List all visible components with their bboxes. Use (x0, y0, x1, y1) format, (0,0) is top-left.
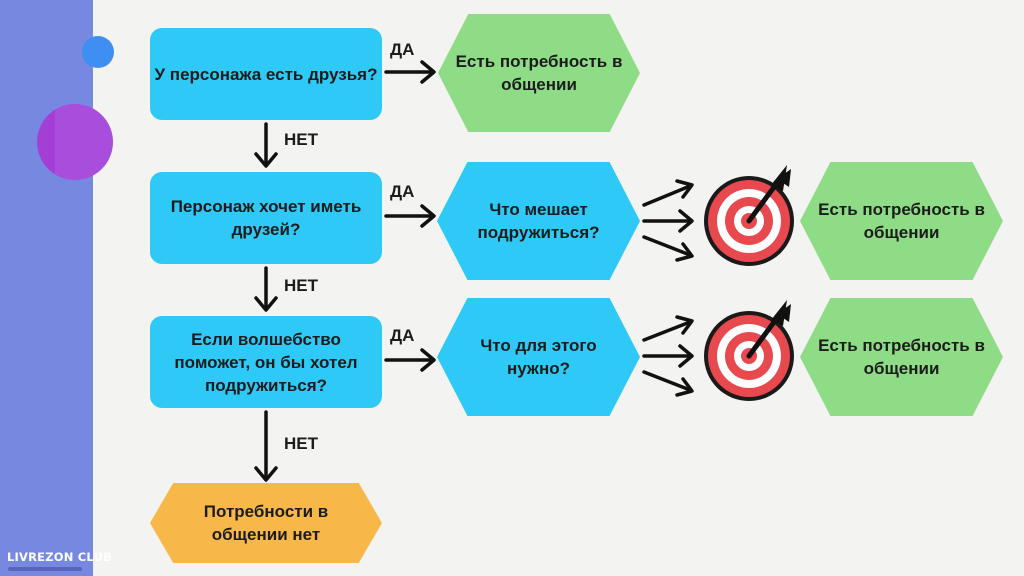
question-wants-friends: Персонаж хочет иметь друзей? (150, 172, 382, 264)
label-no-1: НЕТ (284, 130, 318, 149)
what-needed-question: Что для этого нужно? (437, 298, 640, 416)
brand-underline (8, 567, 82, 571)
result-no-need: Потребности в общении нет (150, 483, 382, 563)
label-yes-3: ДА (390, 326, 415, 345)
question-magic-help: Если волшебство поможет, он бы хотел под… (150, 316, 382, 408)
result-need-communication-3: Есть потребность в общении (800, 298, 1003, 416)
result-need-communication-2: Есть потребность в общении (800, 162, 1003, 280)
label-yes-2: ДА (390, 182, 415, 201)
label-no-2: НЕТ (284, 276, 318, 295)
obstacle-question: Что мешает подружиться? (437, 162, 640, 280)
label-no-3: НЕТ (284, 434, 318, 453)
label-yes-1: ДА (390, 40, 415, 59)
question-has-friends: У персонажа есть друзья? (150, 28, 382, 120)
brand-logo: LIVREZON CLUB (7, 550, 113, 564)
result-need-communication-1: Есть потребность в общении (438, 14, 640, 132)
sidebar (0, 0, 93, 576)
